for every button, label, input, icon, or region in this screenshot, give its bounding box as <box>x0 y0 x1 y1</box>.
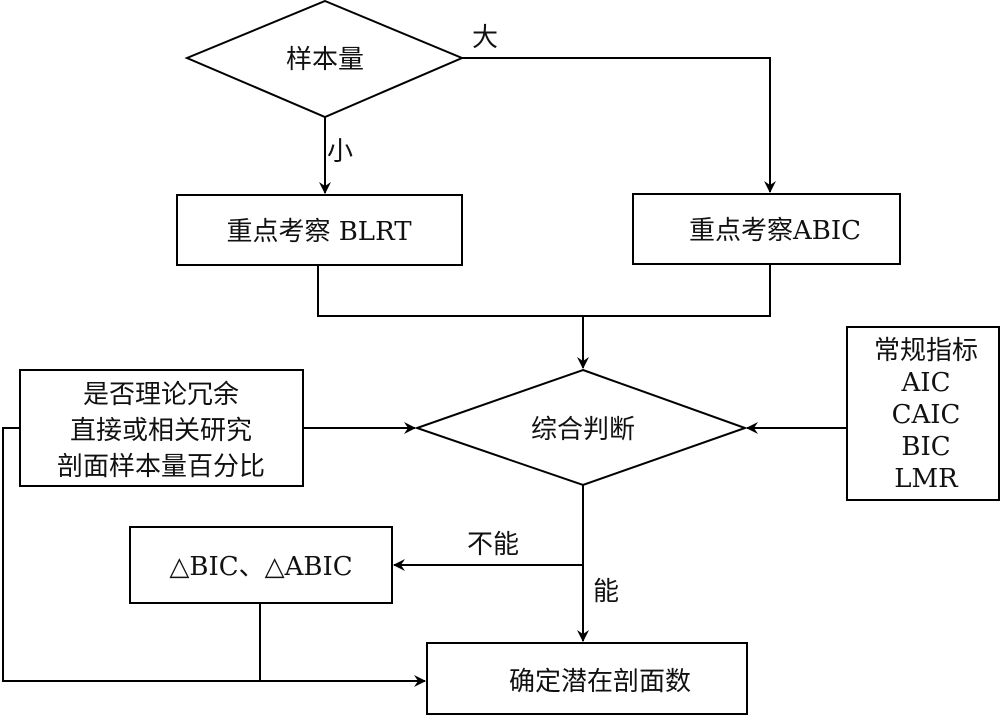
indices-line-4: BIC <box>901 432 950 462</box>
focus-blrt-label: 重点考察 BLRT <box>226 217 412 247</box>
indices-line-2: AIC <box>901 368 951 398</box>
theory-box <box>19 369 304 487</box>
edge-label-cannot: 不能 <box>467 530 519 560</box>
final-box <box>426 642 748 715</box>
theory-line-3: 剖面样本量百分比 <box>57 452 265 482</box>
node-theory: 是否理论冗余 直接或相关研究 剖面样本量百分比 <box>19 369 304 487</box>
focus-abic-label: 重点考察ABIC <box>689 216 861 246</box>
node-indices: 常规指标 AIC CAIC BIC LMR <box>846 326 1000 501</box>
judgment-diamond <box>413 368 748 487</box>
node-final: 确定潜在剖面数 <box>426 642 748 715</box>
indices-line-3: CAIC <box>892 400 961 430</box>
node-focus-abic: 重点考察ABIC <box>632 193 901 265</box>
indices-line-5: LMR <box>894 464 959 494</box>
judgment-label: 综合判断 <box>531 415 635 445</box>
edge-large <box>462 57 776 193</box>
focus-abic-box <box>632 193 901 265</box>
edge-label-large: 大 <box>472 23 498 53</box>
edge-label-can: 能 <box>593 577 619 607</box>
theory-line-2: 直接或相关研究 <box>70 416 252 446</box>
sample-size-label: 样本量 <box>286 45 364 75</box>
edge-label-small: 小 <box>327 137 353 167</box>
edge-theory-to-final <box>2 427 426 687</box>
sample-size-diamond <box>184 0 465 119</box>
indices-line-1: 常规指标 <box>874 336 978 366</box>
node-delta: △BIC、△ABIC <box>129 526 393 604</box>
delta-box <box>129 526 393 604</box>
node-overall-judgment: 综合判断 <box>413 368 748 487</box>
node-sample-size: 样本量 <box>184 0 465 119</box>
focus-blrt-box <box>176 194 463 266</box>
theory-line-1: 是否理论冗余 <box>83 380 239 410</box>
node-focus-blrt: 重点考察 BLRT <box>176 194 463 266</box>
connectors <box>2 57 847 687</box>
edge-merge <box>317 264 771 317</box>
indices-box <box>846 326 1000 501</box>
final-label: 确定潜在剖面数 <box>509 667 691 697</box>
delta-label: △BIC、△ABIC <box>169 552 352 582</box>
